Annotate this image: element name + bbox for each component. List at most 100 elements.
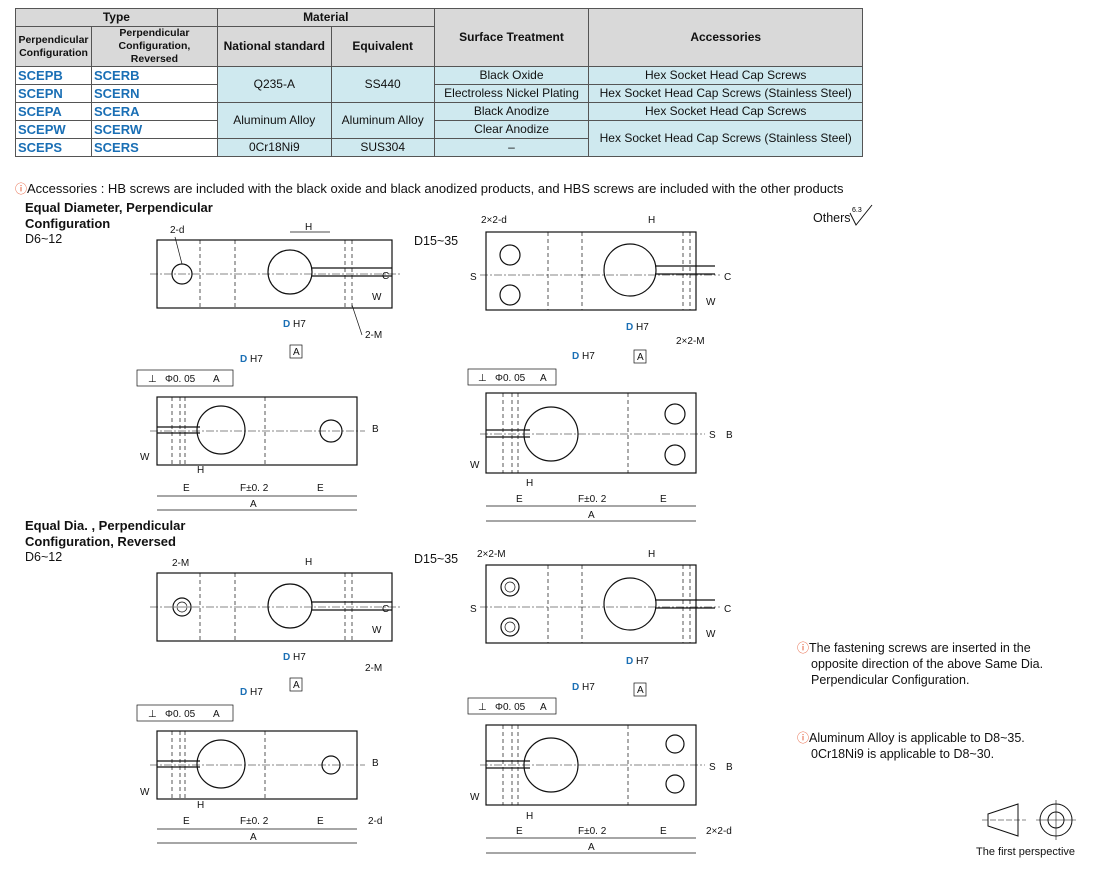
label-2-M: 2-M [365,330,382,341]
drawing-s1-small-top: H 2-d C W D H7 A 2-M [150,222,400,359]
svg-text:6.3: 6.3 [852,207,862,214]
accessories-cell: Hex Socket Head Cap Screws (Stainless St… [588,120,863,157]
label-2-d: 2-d [170,225,184,236]
label-2x2-d: 2×2-d [481,215,507,226]
dim-H7: H7 [582,682,595,693]
dim-W: W [372,625,382,636]
table-header-row-1: Type Material Surface Treatment Accessor… [15,8,863,67]
dim-D: D [572,682,579,693]
section2-range-small: D6~12 [25,550,63,564]
others-label: Others [813,211,851,225]
reversed-note-l1: The fastening screws are inserted in the [809,641,1031,655]
dim-W: W [470,792,480,803]
drawing-s2-large-front: ⊥ Φ0. 05 A D H7 S B W H E F±0. 2 E A 2×2… [467,682,733,854]
material-note: ⓘAluminum Alloy is applicable to D8~35. … [797,730,1087,762]
dim-E: E [516,826,523,837]
section1-title: Equal Diameter, Perpendicular Configurat… [25,200,213,246]
header-perp: Perpendicular Configuration [15,26,92,67]
dim-H: H [197,465,204,476]
dim-A: A [250,832,257,843]
surface-cell: Electroless Nickel Plating [433,84,590,103]
dim-D: D [572,351,579,362]
tolerance-datum: A [540,373,547,384]
dim-A: A [588,510,595,521]
dim-H7: H7 [293,319,306,330]
dim-H7: H7 [250,687,263,698]
dim-H: H [648,215,655,226]
dim-F: F±0. 2 [578,494,607,505]
dim-H: H [526,811,533,822]
svg-text:⊥: ⊥ [478,373,487,384]
info-icon: ⓘ [797,641,810,655]
dim-H: H [305,222,312,233]
drawing-s2-large-top: 2×2-M H S C W D H7 A [470,549,731,697]
material-note-l2: 0Cr18Ni9 is applicable to D8~30. [811,747,995,761]
tolerance-value: Φ0. 05 [495,373,526,384]
table-row: SCEPS SCERS 0Cr18Ni9 SUS304 – [15,138,863,157]
table-row: SCEPA SCERA Aluminum Alloy Aluminum Allo… [15,102,863,139]
tolerance-datum: A [540,702,547,713]
dim-C: C [724,604,731,615]
dim-D: D [283,652,290,663]
dim-D: D [626,322,633,333]
dim-E: E [317,816,324,827]
dim-H7: H7 [636,656,649,667]
header-accessories: Accessories [588,8,863,67]
dim-A: A [588,842,595,853]
perspective-label: The first perspective [976,846,1076,858]
material-equivalent: Aluminum Alloy [330,102,435,139]
dim-W: W [706,297,716,308]
datum-A: A [637,685,644,696]
dim-F: F±0. 2 [240,483,269,494]
dim-S: S [709,430,716,441]
drawing-s2-small-top: 2-M H C W D H7 A 2-M [150,557,400,692]
label-2x2-d: 2×2-d [706,826,732,837]
accessories-cell: Hex Socket Head Cap Screws [588,102,863,121]
dim-S: S [470,604,477,615]
accessories-note-text: Accessories : HB screws are included wit… [27,181,844,196]
dim-C: C [382,604,389,615]
svg-text:⊥: ⊥ [478,702,487,713]
section1-range-large: D15~35 [414,234,459,248]
dim-F: F±0. 2 [240,816,269,827]
dim-E: E [660,494,667,505]
accessories-note: ⓘAccessories : HB screws are included wi… [15,180,844,197]
surface-cell: Black Oxide [433,66,590,85]
dim-E: E [660,826,667,837]
section1-title-line1: Equal Diameter, Perpendicular [25,200,213,215]
dim-S: S [709,762,716,773]
table-row: SCEPN SCERN Electroless Nickel Plating H… [15,84,863,103]
tolerance-datum: A [213,709,220,720]
label-2-M: 2-M [172,558,189,569]
dim-E: E [183,816,190,827]
tolerance-value: Φ0. 05 [165,374,196,385]
header-surface: Surface Treatment [433,8,590,67]
accessories-cell: Hex Socket Head Cap Screws [588,66,863,85]
code-a: SCEPA [15,102,92,121]
dim-H7: H7 [250,354,263,365]
svg-text:⊥: ⊥ [148,709,157,720]
code-a: SCEPS [15,138,92,157]
dim-D: D [626,656,633,667]
section1-range-small: D6~12 [25,232,63,246]
tolerance-value: Φ0. 05 [495,702,526,713]
drawing-s1-large-top: 2×2-d H S C W D H7 A 2×2-M [470,215,731,364]
dim-B: B [726,762,733,773]
code-b: SCERS [90,138,218,157]
header-perp-rev: Perpendicular Configuration, Reversed [90,26,218,67]
dim-B: B [372,758,379,769]
dim-E: E [183,483,190,494]
material-national: Q235-A [216,66,332,103]
code-a: SCEPB [15,66,92,85]
drawing-s1-small-front: ⊥ Φ0. 05 A D H7 B W H E F±0. 2 E A [136,354,379,511]
dim-H7: H7 [582,351,595,362]
reversed-note-l2: opposite direction of the above Same Dia… [811,657,1044,671]
dim-E: E [516,494,523,505]
dim-B: B [726,430,733,441]
code-b: SCERB [90,66,218,85]
header-national: National standard [216,26,332,67]
material-note-l1: Aluminum Alloy is applicable to D8~35. [809,731,1025,745]
drawing-s1-large-front: ⊥ Φ0. 05 A D H7 S B W H E F±0. 2 E A [467,351,733,522]
dim-C: C [724,272,731,283]
label-2-d: 2-d [368,816,382,827]
